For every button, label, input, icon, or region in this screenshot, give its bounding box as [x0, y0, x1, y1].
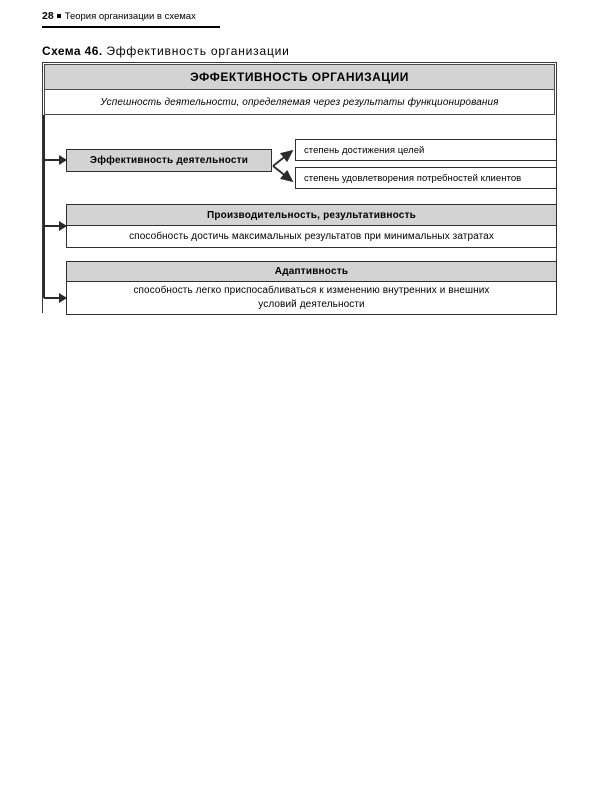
branch-3-heading-text: Адаптивность — [274, 266, 349, 277]
branch-2-heading-text: Производительность, результативность — [206, 209, 417, 221]
branch-2-body-text: способность достичь максимальных результ… — [129, 231, 494, 242]
branch-1-heading-text: Эффективность деятельности — [89, 155, 249, 166]
branch-3-body-text-line-2: условий деятельности — [258, 299, 365, 310]
branch-1-fan-connectors — [272, 149, 294, 183]
connector-spine — [43, 115, 45, 298]
branch-2-body-box: способность достичь максимальных результ… — [66, 226, 557, 248]
page-number: 28 — [42, 10, 54, 22]
connector-arrow-branch-1 — [44, 155, 67, 165]
scheme-number: Схема 46. — [42, 44, 103, 58]
scheme-title: Эффективность организации — [106, 44, 290, 58]
diagram-title-text: ЭФФЕКТИВНОСТЬ ОРГАНИЗАЦИИ — [190, 70, 409, 84]
square-bullet-icon — [56, 13, 61, 18]
scheme-caption: Схема 46. Эффективность организации — [42, 44, 290, 59]
branch-2-heading-box: Производительность, результативность — [66, 204, 557, 226]
branch-1-heading-box: Эффективность деятельности — [66, 149, 272, 172]
branch-1-sub-item-1-text: степень достижения целей — [304, 144, 425, 156]
running-head-rule — [42, 26, 220, 28]
branch-1-sub-item-2: степень удовлетворения потребностей клие… — [295, 167, 557, 189]
running-head: 28 Теория организации в схемах — [42, 10, 196, 23]
connector-arrow-branch-3 — [44, 293, 67, 303]
diagram-title-box: ЭФФЕКТИВНОСТЬ ОРГАНИЗАЦИИ — [44, 64, 555, 90]
diagram-subtitle-box: Успешность деятельности, определяемая че… — [44, 90, 555, 115]
connector-arrow-branch-2 — [44, 221, 67, 231]
running-head-title: Теория организации в схемах — [64, 11, 196, 22]
branch-3-body-box: способность легко приспосабливаться к из… — [66, 282, 557, 315]
diagram-subtitle-text: Успешность деятельности, определяемая че… — [100, 96, 499, 108]
branch-3-heading-box: Адаптивность — [66, 261, 557, 282]
branch-1-sub-item-1: степень достижения целей — [295, 139, 557, 161]
branch-3-body-text-line-1: способность легко приспосабливаться к из… — [133, 285, 490, 296]
branch-1-sub-item-2-text: степень удовлетворения потребностей клие… — [304, 172, 522, 184]
